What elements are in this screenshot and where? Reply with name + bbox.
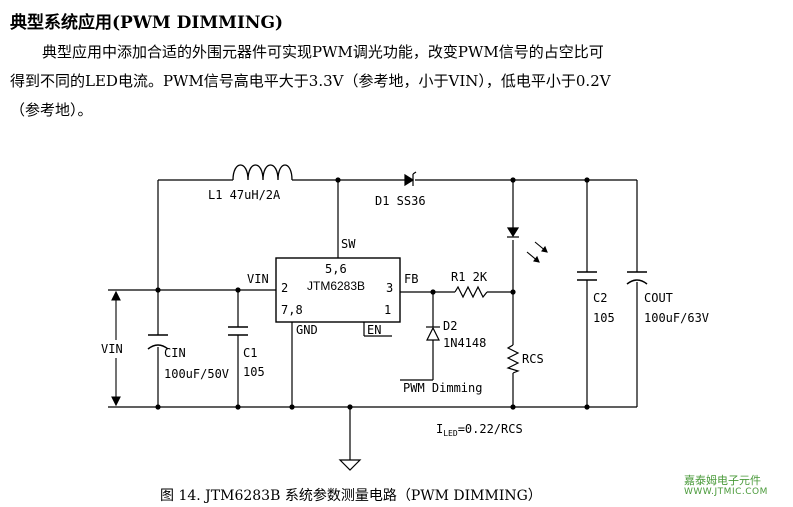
label-c2-value: 105 (593, 311, 615, 325)
label-rcs: RCS (522, 352, 544, 366)
diode-d2 (426, 318, 440, 341)
label-pin-vin-num: 2 (281, 281, 288, 295)
iled-subscript: LED (443, 429, 458, 438)
label-pwm-input: PWM Dimming (403, 381, 482, 395)
wires (108, 179, 638, 460)
diode-d1 (404, 171, 417, 187)
iled-prefix: I (436, 422, 443, 436)
label-c1: C1 (243, 346, 257, 360)
label-d2: D2 (443, 319, 457, 333)
watermark-line2: WWW.JTMIC.COM (684, 487, 768, 497)
label-pin-en-num: 1 (384, 303, 391, 317)
watermark-line1: 嘉泰姆电子元件 (684, 474, 761, 487)
capacitor-cout (626, 271, 648, 285)
label-cin-value: 100uF/50V (164, 367, 229, 381)
description-line-3: （参考地）。 (10, 101, 93, 119)
label-d2-part: 1N4148 (443, 336, 486, 350)
capacitor-c1 (228, 326, 248, 336)
section-title: 典型系统应用(PWM DIMMING) (10, 13, 284, 33)
label-inductor: L1 47uH/2A (208, 188, 281, 202)
capacitor-c2 (577, 271, 597, 281)
inductor-l1 (232, 164, 293, 181)
junction-dots (155, 177, 590, 410)
description-line-2: 得到不同的LED电流。PWM信号高电平大于3.3V（参考地，小于VIN），低电平… (10, 72, 611, 90)
iled-formula: =0.22/RCS (458, 422, 523, 436)
label-diode1: D1 SS36 (375, 194, 426, 208)
resistor-r1 (454, 285, 488, 299)
description-paragraph: 典型应用中添加合适的外围元器件可实现PWM调光功能，改变PWM信号的占空比可 得… (10, 38, 780, 125)
label-pin-sw: SW (341, 237, 356, 251)
ground-symbol (338, 459, 362, 471)
figure-caption: 图 14. JTM6283B 系统参数测量电路（PWM DIMMING） (160, 488, 542, 504)
label-pin-fb-num: 3 (386, 281, 393, 295)
label-iled: ILED=0.22/RCS (436, 422, 523, 438)
label-pin-sw-num: 5,6 (325, 262, 347, 276)
label-vin: VIN (101, 342, 123, 356)
label-cin: CIN (164, 346, 186, 360)
label-r1: R1 2K (451, 270, 488, 284)
label-c1-value: 105 (243, 365, 265, 379)
description-line-1: 典型应用中添加合适的外围元器件可实现PWM调光功能，改变PWM信号的占空比可 (42, 43, 604, 61)
label-chip-name: JTM6283B (307, 279, 365, 293)
label-pin-en: EN (367, 323, 381, 337)
led-diode (506, 227, 520, 238)
vin-arrow (111, 290, 121, 407)
label-pin-gnd-num: 7,8 (281, 303, 303, 317)
label-c2: C2 (593, 291, 607, 305)
resistor-rcs (506, 344, 520, 374)
ic-jtm6283b (275, 257, 401, 323)
label-pin-fb: FB (404, 272, 418, 286)
label-cout-value: 100uF/63V (644, 311, 709, 325)
label-cout: COUT (644, 291, 673, 305)
capacitor-cin (147, 334, 169, 350)
led-light-arrows (526, 241, 548, 263)
label-pin-gnd: GND (296, 323, 318, 337)
label-pin-vin: VIN (247, 272, 269, 286)
